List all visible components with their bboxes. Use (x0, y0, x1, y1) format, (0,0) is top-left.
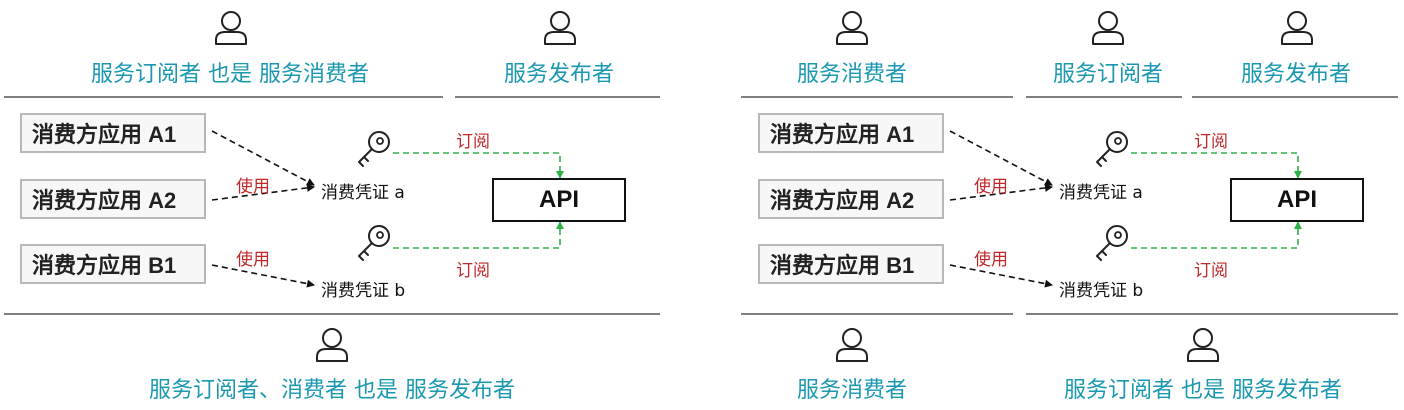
edge-label-subscribe-b: 订阅 (456, 261, 490, 281)
person-icon-consumer (836, 11, 868, 45)
role-label-consumer-bottom: 服务消费者 (796, 378, 908, 403)
edge-label-subscribe-a-right: 订阅 (1194, 132, 1228, 152)
role-label-consumer: 服务消费者 (796, 62, 908, 87)
role-label-publisher: 服务发布者 (503, 62, 615, 87)
credential-label-a-right: 消费凭证 a (1059, 183, 1143, 203)
api-box: API (492, 178, 626, 222)
edge-label-subscribe-b-right: 订阅 (1194, 261, 1228, 281)
app-box-a2: 消费方应用 A2 (20, 179, 206, 219)
edge-label-use-b: 使用 (236, 250, 270, 270)
app-box-a1-right: 消费方应用 A1 (758, 113, 944, 153)
arrow-subscribe-b (393, 221, 564, 249)
arrow-use-a2 (211, 183, 315, 201)
role-label-subscriber: 服务订阅者 (1052, 62, 1164, 87)
app-box-b1-right: 消费方应用 B1 (758, 244, 944, 284)
key-icon-credential-b (358, 225, 390, 261)
person-icon-publisher (544, 11, 576, 45)
edge-label-use-a: 使用 (236, 177, 270, 197)
credential-label-a: 消费凭证 a (321, 183, 405, 203)
app-box-a1: 消费方应用 A1 (20, 113, 206, 153)
key-icon-credential-b-right (1096, 225, 1128, 261)
credential-label-b: 消费凭证 b (321, 281, 406, 301)
credential-label-b-right: 消费凭证 b (1059, 281, 1144, 301)
role-label-subscriber-consumer: 服务订阅者 也是 服务消费者 (91, 62, 369, 87)
app-box-b1: 消费方应用 B1 (20, 244, 206, 284)
app-box-a2-right: 消费方应用 A2 (758, 179, 944, 219)
role-label-subscriber-publisher: 服务订阅者 也是 服务发布者 (1064, 378, 1342, 403)
key-icon-credential-a-right (1096, 131, 1128, 167)
arrow-subscribe-a-right (1131, 152, 1302, 179)
person-icon-consumer-bottom (836, 328, 868, 362)
role-label-bottom: 服务订阅者、消费者 也是 服务发布者 (149, 378, 515, 403)
arrow-subscribe-b-right (1131, 221, 1302, 249)
person-icon-subscriber (1092, 11, 1124, 45)
person-icon-subscriber-publisher (1187, 328, 1219, 362)
edge-label-use-b-right: 使用 (974, 250, 1008, 270)
person-icon-bottom-role (316, 328, 348, 362)
person-icon-publisher-right (1281, 11, 1313, 45)
role-label-publisher-right: 服务发布者 (1240, 62, 1352, 87)
api-box-right: API (1230, 178, 1364, 222)
person-icon-subscriber-consumer (215, 11, 247, 45)
arrow-subscribe-a (393, 152, 564, 179)
arrow-use-b1 (211, 264, 315, 288)
edge-label-use-a-right: 使用 (974, 177, 1008, 197)
key-icon-credential-a (358, 131, 390, 167)
edge-label-subscribe-a: 订阅 (456, 132, 490, 152)
arrow-use-a2-right (949, 183, 1053, 201)
arrow-use-b1-right (949, 264, 1053, 288)
